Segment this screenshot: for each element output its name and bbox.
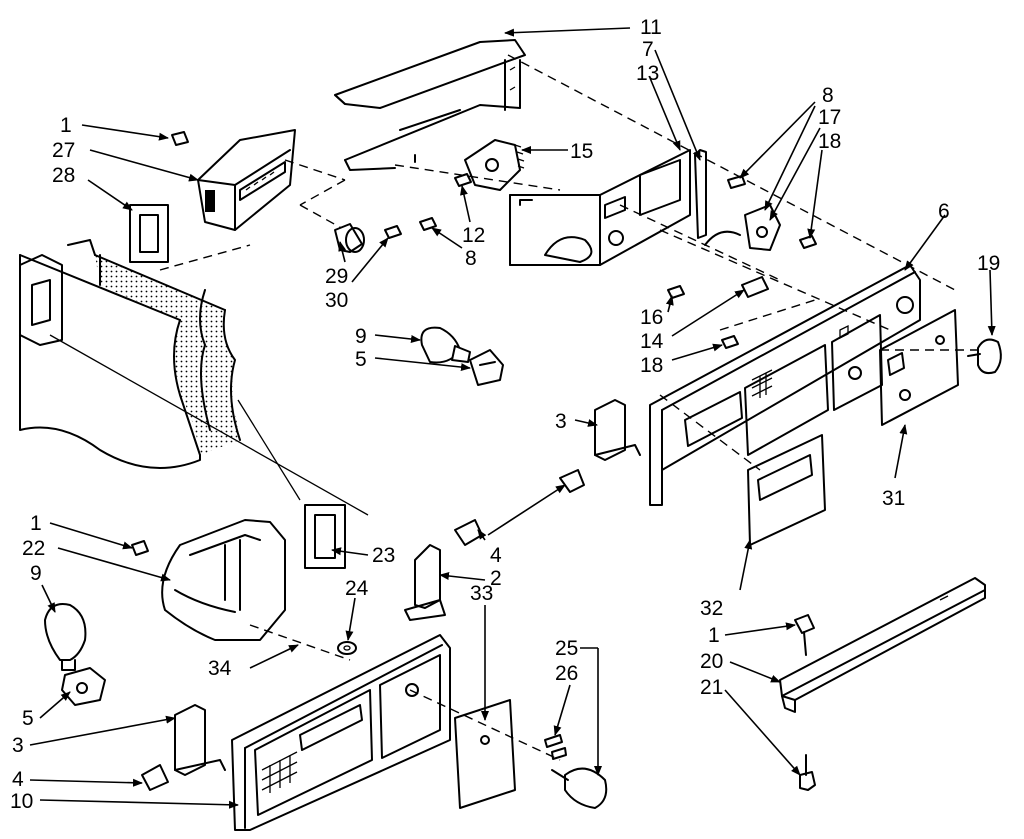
gasket-23 <box>304 504 346 569</box>
socket-5-lower <box>61 667 106 706</box>
part-26 <box>544 734 567 760</box>
callout-13: 13 <box>636 62 659 85</box>
switch-assembly <box>704 204 781 298</box>
callout-4-lower: 4 <box>12 768 24 791</box>
callout-34: 34 <box>208 657 232 680</box>
callout-8-top: 8 <box>822 84 834 107</box>
callout-14: 14 <box>640 330 664 353</box>
callout-8-mid: 8 <box>465 247 477 270</box>
callout-27: 27 <box>52 139 75 162</box>
callout-11: 11 <box>640 16 662 39</box>
fixture-22 <box>131 519 286 641</box>
callout-25: 25 <box>555 637 578 660</box>
bulb-9-top <box>420 326 471 364</box>
socket-4-mid <box>454 519 483 546</box>
callout-5-lower: 5 <box>22 707 34 730</box>
plate-33 <box>454 699 516 809</box>
socket-29 <box>334 223 365 253</box>
screws-top <box>384 173 817 349</box>
liner-body <box>19 239 241 469</box>
callout-33: 33 <box>470 582 493 605</box>
callout-3-upper: 3 <box>555 410 567 433</box>
callout-32: 32 <box>700 597 723 620</box>
callout-17: 17 <box>818 106 841 129</box>
callout-1-right: 1 <box>708 624 720 647</box>
callout-22: 22 <box>22 537 45 560</box>
callout-9-top: 9 <box>355 325 367 348</box>
socket-4-upper <box>559 469 585 493</box>
callout-9-lower: 9 <box>30 562 42 585</box>
callout-18-top: 18 <box>818 130 841 153</box>
bracket-2 <box>404 544 446 621</box>
leader-lines <box>29 27 996 809</box>
callout-12: 12 <box>462 224 485 247</box>
callout-19: 19 <box>977 252 1000 275</box>
lower-front-panel <box>231 634 451 831</box>
callout-3-lower: 3 <box>12 734 24 757</box>
trim-strip <box>779 577 986 791</box>
callout-24: 24 <box>345 577 369 600</box>
plate-32 <box>747 434 826 546</box>
callout-15: 15 <box>570 140 593 163</box>
bulb-9-lower <box>44 603 87 671</box>
callout-16: 16 <box>640 306 663 329</box>
bracket-3-upper <box>594 399 641 461</box>
callout-20: 20 <box>700 650 723 673</box>
washer-24 <box>337 641 357 655</box>
right-front-panel <box>649 264 921 506</box>
fixture-27 <box>171 129 296 231</box>
plate-31 <box>879 309 959 426</box>
callout-1-mid: 1 <box>30 512 42 535</box>
socket-4-lower <box>141 764 169 791</box>
control-bracket <box>464 139 707 266</box>
callout-7: 7 <box>642 38 654 61</box>
knob-25 <box>551 767 608 809</box>
callout-29: 29 <box>325 265 348 288</box>
callout-labels: 11 7 13 15 8 17 18 6 19 1 27 28 12 8 29 … <box>10 16 1000 813</box>
socket-5-top <box>469 349 504 386</box>
callout-18-mid: 18 <box>640 354 663 377</box>
callout-10: 10 <box>10 790 33 813</box>
assembly-lines <box>49 54 990 761</box>
bracket-3-lower <box>174 704 226 776</box>
callout-1-upper: 1 <box>60 114 72 137</box>
callout-26: 26 <box>555 662 578 685</box>
callout-5-top: 5 <box>355 348 367 371</box>
callout-30: 30 <box>325 289 348 312</box>
callout-28: 28 <box>52 164 75 187</box>
callout-23: 23 <box>372 544 395 567</box>
callout-31: 31 <box>882 487 905 510</box>
top-cover <box>334 39 526 171</box>
callout-21: 21 <box>700 676 723 699</box>
callout-6: 6 <box>938 200 950 223</box>
knob-19 <box>967 338 1002 375</box>
callout-2: 2 <box>490 567 502 590</box>
callout-4-mid: 4 <box>490 544 502 567</box>
gasket-28 <box>129 204 169 263</box>
